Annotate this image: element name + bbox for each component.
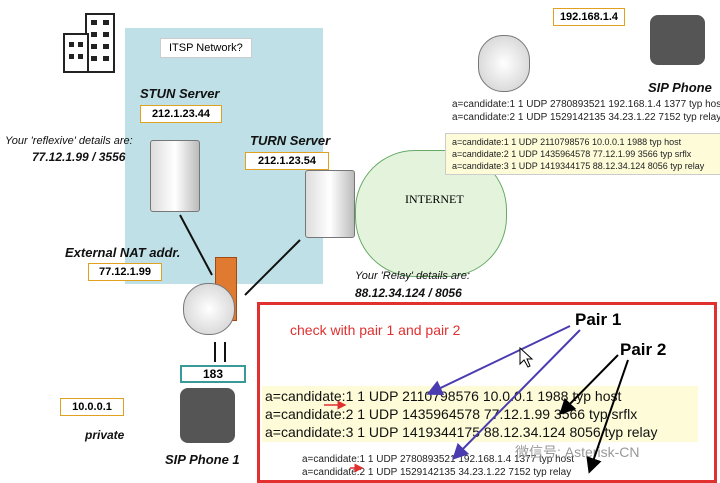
router-icon [183,283,235,335]
sip-phone-icon [650,15,705,65]
check-note: check with pair 1 and pair 2 [290,322,461,338]
reflexive-label: Your 'reflexive' details are: [5,135,133,147]
pair-2-label: Pair 2 [620,340,667,359]
pair-1-arrow [426,325,581,460]
itsp-label: ITSP Network? [160,38,252,58]
candidate-line: a=candidate:3 1 UDP 1419344175 88.12.34.… [265,424,658,440]
candidate-line: a=candidate:2 1 UDP 1529142135 34.23.1.2… [452,112,720,123]
turn-title: TURN Server [250,133,331,148]
candidate-line: a=candidate:2 1 UDP 1435964578 77.12.1.9… [265,406,638,422]
remote-candidates: a=candidate:1 1 UDP 2780893521 192.168.1… [298,452,578,480]
internet-label: INTERNET [405,192,464,206]
mouse-cursor-icon [519,346,534,368]
relay-label: Your 'Relay' details are: [355,270,470,282]
remote-candidates-top: a=candidate:1 1 UDP 2780893521 192.168.1… [452,98,720,124]
nat-label: External NAT addr. [65,245,181,260]
reflexive-value: 77.12.1.99 / 3556 [32,150,126,164]
relay-value: 88.12.34.124 / 8056 [355,286,462,300]
pair-1-label: Pair 1 [575,310,622,329]
candidate-line: a=candidate:1 1 UDP 2780893521 192.168.1… [452,99,720,110]
local-ip: 10.0.0.1 [60,398,124,416]
candidate-line: a=candidate:2 1 UDP 1435964578 77.12.1.9… [452,149,692,159]
remote-ip: 192.168.1.4 [553,8,625,26]
candidate-line: a=candidate:1 1 UDP 2110798576 10.0.0.1 … [452,137,682,147]
stun-title: STUN Server [140,86,220,101]
local-candidates-top: a=candidate:1 1 UDP 2110798576 10.0.0.1 … [445,133,720,175]
stun-server-icon [150,140,200,212]
stun-ip: 212.1.23.44 [140,105,222,123]
sip-phone-1-label: SIP Phone 1 [165,452,240,467]
candidate-line: a=candidate:3 1 UDP 1419344175 88.12.34.… [452,161,705,171]
nat-ip: 77.12.1.99 [88,263,162,281]
building-icon [58,12,128,74]
candidate-line: a=candidate:1 1 UDP 2780893521 192.168.1… [302,454,574,465]
turn-ip: 212.1.23.54 [245,152,329,170]
private-label: private [85,428,125,442]
sip-phone-1-icon [180,388,235,443]
callout-box [257,302,717,483]
watermark: 微信号: Asterisk-CN [515,444,640,460]
turn-server-icon [305,170,355,238]
response-code: 183 [180,365,246,383]
remote-router-icon [478,35,530,92]
candidate-line: a=candidate:1 1 UDP 2110798576 10.0.0.1 … [265,388,622,404]
sip-phone-label: SIP Phone [648,80,712,95]
pair-2-arrow [559,354,629,474]
candidate-line: a=candidate:2 1 UDP 1529142135 34.23.1.2… [302,467,572,478]
